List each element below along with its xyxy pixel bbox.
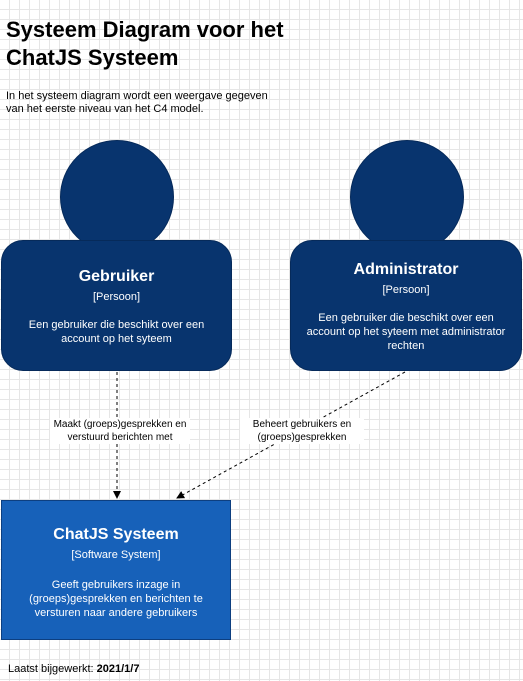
- edge-label-administrator: Beheert gebruikers en (groeps)gesprekken: [240, 418, 364, 444]
- last-updated-date: 2021/1/7: [96, 663, 140, 675]
- administrator-type: [Persoon]: [382, 284, 430, 296]
- administrator-node[interactable]: Administrator [Persoon] Een gebruiker di…: [290, 240, 522, 371]
- gebruiker-type: [Persoon]: [92, 291, 141, 303]
- edge-label-gebruiker: Maakt (groeps)gesprekken en verstuurd be…: [50, 418, 190, 444]
- administrator-head: [350, 140, 464, 254]
- gebruiker-name: Gebruiker: [78, 268, 155, 285]
- administrator-description: Een gebruiker die beschikt over een acco…: [306, 312, 506, 352]
- last-updated-label: Laatst bijgewerkt:: [8, 663, 97, 675]
- edge-administrator-to-system: [176, 371, 406, 499]
- system-type: [Software System]: [71, 549, 161, 561]
- last-updated: Laatst bijgewerkt: 2021/1/7: [8, 662, 139, 676]
- chatjs-system-node[interactable]: ChatJS Systeem [Software System] Geeft g…: [1, 500, 231, 640]
- diagram-description: In het systeem diagram wordt een weergav…: [6, 90, 268, 115]
- system-name: ChatJS Systeem: [53, 526, 179, 543]
- system-description: Geeft gebruikers inzage in (groeps)gespr…: [29, 579, 203, 619]
- gebruiker-head: [60, 140, 174, 254]
- diagram-title: Systeem Diagram voor het ChatJS Systeem: [6, 17, 284, 70]
- gebruiker-node[interactable]: Gebruiker [Persoon] Een gebruiker die be…: [1, 240, 232, 371]
- gebruiker-description: Een gebruiker die beschikt over een acco…: [28, 319, 205, 345]
- administrator-name: Administrator: [353, 261, 459, 278]
